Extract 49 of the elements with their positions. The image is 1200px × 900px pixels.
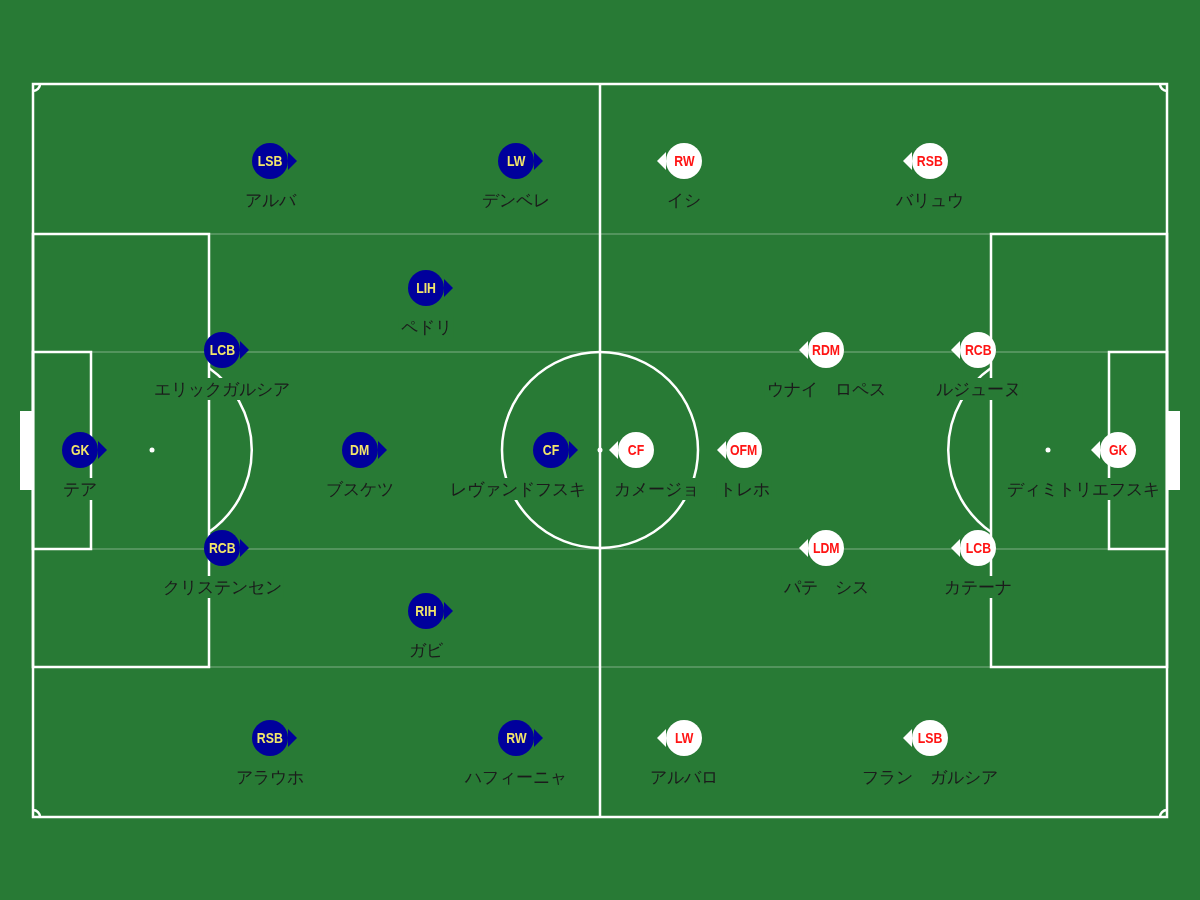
player-name: ブスケツ [324, 478, 396, 500]
player-marker [656, 143, 702, 179]
position-label: LW [506, 151, 526, 171]
player-marker [1090, 432, 1136, 468]
player-marker [902, 720, 948, 756]
player-marker [408, 270, 454, 306]
player-name: テア [61, 478, 99, 500]
position-label: RCB [208, 538, 236, 558]
player-marker [902, 143, 948, 179]
position-label: LSB [257, 151, 283, 171]
position-label: GK [1108, 440, 1128, 460]
player-name: ガビ [407, 639, 445, 661]
position-label: LCB [209, 340, 235, 360]
position-label: LIH [416, 278, 436, 298]
player-marker [950, 530, 996, 566]
position-label: RSB [917, 151, 943, 171]
player-marker [608, 432, 654, 468]
player-marker [204, 332, 250, 368]
player-marker [716, 432, 762, 468]
position-label: CF [542, 440, 560, 460]
player-marker [798, 530, 844, 566]
position-label: CF [627, 440, 645, 460]
player-marker [798, 332, 844, 368]
player-marker [533, 432, 579, 468]
player-marker [342, 432, 388, 468]
position-label: GK [70, 440, 90, 460]
position-label: OFM [730, 440, 758, 460]
player-marker [252, 143, 298, 179]
player-marker [950, 332, 996, 368]
position-label: RCB [964, 340, 992, 360]
player-marker [498, 720, 544, 756]
position-label: RIH [415, 601, 437, 621]
position-label: LCB [965, 538, 991, 558]
position-label: RW [673, 151, 695, 171]
player-marker [408, 593, 454, 629]
position-label: RDM [812, 340, 840, 360]
player-marker [498, 143, 544, 179]
position-label: LDM [812, 538, 840, 558]
position-label: RSB [257, 728, 283, 748]
player-name: カテーナ [942, 576, 1014, 598]
player-name: エリックガルシア [152, 378, 292, 400]
position-label: DM [350, 440, 370, 460]
position-label: RW [505, 728, 527, 748]
player-marker [204, 530, 250, 566]
position-label: LSB [917, 728, 943, 748]
player-marker [62, 432, 108, 468]
player-marker [252, 720, 298, 756]
position-label: LW [674, 728, 694, 748]
player-marker [656, 720, 702, 756]
